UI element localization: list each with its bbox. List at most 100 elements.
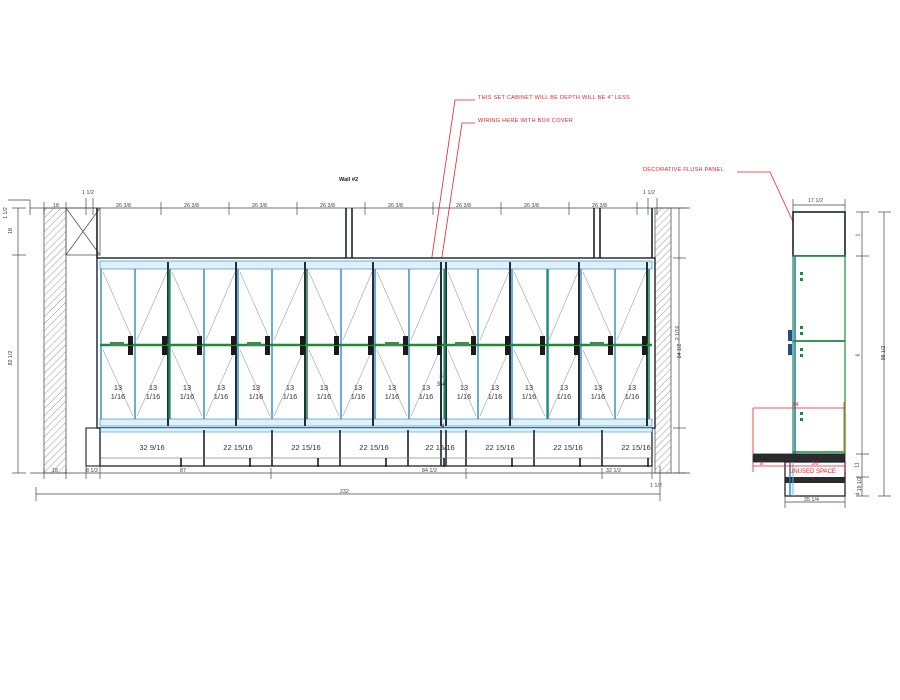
door-label-top: 13 xyxy=(182,383,192,392)
drawer-label: 32 9/16 xyxy=(139,443,165,452)
drawer-label: 22 15/16 xyxy=(223,443,253,452)
bottom-dim-run-b: 84 1/2 xyxy=(422,468,438,474)
section-red-dim-left: 8 xyxy=(760,461,764,467)
annotation-panel-note: DECORATIVE FLUSH PANEL xyxy=(643,167,724,173)
narrow-bay-dimension-low: 4 xyxy=(441,424,445,430)
drawer-label: 22 15/16 xyxy=(425,443,455,452)
door-label-bottom: 1/16 xyxy=(556,392,572,401)
top-dim-right-end: 1 1/2 xyxy=(643,190,656,196)
right-dim-upper: 2 1/16 xyxy=(675,325,682,341)
drawer-label: 22 15/16 xyxy=(359,443,389,452)
right-dim-mid: 84 1/2 xyxy=(677,343,684,359)
top-dim-bay-5: 26 3/8 xyxy=(388,203,404,209)
section-dim-low-b: 19 1/2 xyxy=(857,476,864,492)
door-label-bottom: 1/16 xyxy=(145,392,161,401)
door-hardware-marks xyxy=(128,336,647,355)
top-dim-bay-6: 26 3/8 xyxy=(456,203,472,209)
bottom-dim-run-c: 32 1/2 xyxy=(606,468,622,474)
section-right-dimensions xyxy=(856,211,891,497)
door-label-top: 13 xyxy=(251,383,261,392)
bottom-dim-overall: 232 xyxy=(340,489,349,495)
door-label-bottom: 1/16 xyxy=(624,392,640,401)
drawer-label: 22 15/16 xyxy=(621,443,651,452)
door-label-bottom: 1/16 xyxy=(521,392,537,401)
section-shelf-pins xyxy=(800,272,803,421)
top-dim-bay-8: 26 3/8 xyxy=(592,203,608,209)
top-dim-bay-7: 26 3/8 xyxy=(524,203,540,209)
section-bottom-dimension xyxy=(784,496,846,508)
top-dim-left-end: 1 1/2 xyxy=(82,190,95,196)
section-top-dimension xyxy=(792,199,846,212)
door-label-top: 13 xyxy=(559,383,569,392)
left-dimension-lines xyxy=(8,199,31,474)
left-dim-upper: 18 xyxy=(7,228,14,234)
left-soffit-box xyxy=(65,207,101,256)
door-label-bottom: 1/16 xyxy=(248,392,264,401)
door-label-top: 13 xyxy=(524,383,534,392)
section-red-dim-inner: 26 xyxy=(812,461,819,467)
bottom-dim-left-pier: 8 1/2 xyxy=(86,468,99,474)
narrow-bay-dim-bottom: 3/4 xyxy=(436,380,446,388)
top-dim-left-wall: 18 xyxy=(53,203,59,209)
door-label-top: 13 xyxy=(148,383,158,392)
top-dim-bay-3: 26 3/8 xyxy=(252,203,268,209)
drawer-label: 22 15/16 xyxy=(485,443,515,452)
drawer-label: 22 15/16 xyxy=(553,443,583,452)
left-dim-top-small: 1 1/2 xyxy=(2,207,9,219)
door-label-top: 13 xyxy=(421,383,431,392)
bottom-dim-right-end: 1 1/2 xyxy=(650,483,663,489)
door-label-bottom: 1/16 xyxy=(456,392,472,401)
top-dim-bay-2: 26 3/8 xyxy=(184,203,200,209)
door-label-bottom: 1/16 xyxy=(350,392,366,401)
top-dim-bay-4: 26 3/8 xyxy=(320,203,336,209)
section-bottom-width: 35 1/4 xyxy=(804,497,820,503)
door-label-top: 13 xyxy=(459,383,469,392)
top-dimension-line xyxy=(30,198,690,215)
lower-drawer-bank xyxy=(99,427,653,467)
section-base-assembly xyxy=(752,453,846,497)
door-label-bottom: 1/16 xyxy=(110,392,126,401)
right-wall-hatch xyxy=(654,207,672,474)
bottom-dim-run-a: 87 xyxy=(180,468,186,474)
door-label-bottom: 1/16 xyxy=(418,392,434,401)
door-label-top: 13 xyxy=(353,383,363,392)
bottom-dimension-lines xyxy=(30,466,690,501)
door-label-bottom: 1/16 xyxy=(590,392,606,401)
top-dim-bay-1: 26 3/8 xyxy=(116,203,132,209)
door-label-bottom: 1/16 xyxy=(316,392,332,401)
annotation-wiring-note: WIRING HERE WITH BOX COVER xyxy=(478,118,574,124)
door-label-bottom: 1/16 xyxy=(487,392,503,401)
section-top-width: 17 1/2 xyxy=(808,198,824,204)
door-label-top: 13 xyxy=(216,383,226,392)
wall-label: Wall #2 xyxy=(339,177,359,183)
door-label-top: 13 xyxy=(490,383,500,392)
section-dim-total: 98 1/2 xyxy=(881,345,888,361)
door-label-bottom: 1/16 xyxy=(213,392,229,401)
door-label-bottom: 1/16 xyxy=(282,392,298,401)
left-return-panel xyxy=(85,427,101,467)
left-wall-hatch xyxy=(43,207,67,474)
section-hinge-blocks xyxy=(788,330,792,355)
door-label-bottom: 1/16 xyxy=(384,392,400,401)
right-dimension-lines xyxy=(673,207,686,474)
drawer-label: 22 15/16 xyxy=(291,443,321,452)
bottom-dim-wall: 18 xyxy=(52,468,58,474)
annotation-depth-note: THIS SET CABINET WILL BE DEPTH WILL BE 4… xyxy=(478,95,631,101)
door-label-top: 13 xyxy=(319,383,329,392)
mullion-extensions xyxy=(96,208,653,258)
door-label-bottom: 1/16 xyxy=(179,392,195,401)
